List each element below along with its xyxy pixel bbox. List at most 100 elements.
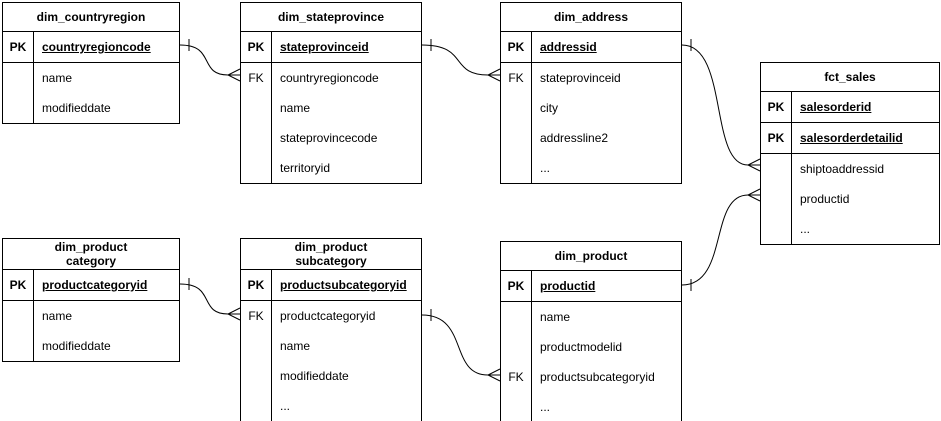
connector-dim_stateprovince-to-dim_address[interactable]: [421, 39, 501, 82]
field-row: FK stateprovinceid: [501, 63, 681, 93]
field-name: modifieddate: [280, 369, 349, 383]
field-row: name: [3, 301, 179, 331]
entity-title: fct_sales: [761, 63, 939, 92]
many-cardinality-crowfoot: [746, 158, 761, 172]
key-badge: [241, 361, 272, 391]
entity-fct-sales[interactable]: fct_sales PK salesorderid PK salesorderd…: [760, 62, 940, 245]
field-row: PK productsubcategoryid: [241, 270, 421, 301]
many-cardinality-crowfoot: [486, 368, 501, 382]
many-cardinality-crowfoot: [226, 307, 241, 321]
field-row: PK salesorderdetailid: [761, 123, 939, 154]
key-badge: [761, 214, 792, 244]
field-name: name: [540, 310, 571, 324]
key-badge: [501, 93, 532, 123]
key-badge: [241, 93, 272, 123]
entity-title: dim_product: [501, 242, 681, 271]
field-name: productsubcategoryid: [540, 370, 655, 384]
fk-badge: FK: [501, 362, 532, 392]
entity-title: dim_product category: [3, 239, 179, 270]
key-badge: [3, 63, 34, 93]
key-badge: [501, 153, 532, 183]
many-cardinality-crowfoot: [486, 68, 501, 82]
entity-dim-stateprovince[interactable]: dim_stateprovince PK stateprovinceid FK …: [240, 2, 422, 184]
field-name: countryregioncode: [280, 71, 379, 85]
field-row: city: [501, 93, 681, 123]
field-name: ...: [800, 222, 811, 236]
field-name: stateprovinceid: [280, 40, 369, 54]
pk-badge: PK: [761, 123, 792, 153]
field-row: name: [501, 302, 681, 332]
field-name: modifieddate: [42, 101, 111, 115]
key-badge: [761, 154, 792, 184]
fk-badge: FK: [241, 301, 272, 331]
field-name: productcategoryid: [280, 309, 376, 323]
field-row: PK addressid: [501, 32, 681, 63]
entity-dim-countryregion[interactable]: dim_countryregion PK countryregioncode n…: [2, 2, 180, 124]
pk-badge: PK: [3, 270, 34, 300]
field-name: ...: [540, 400, 551, 414]
field-name: ...: [280, 399, 291, 413]
field-name: productid: [540, 279, 596, 293]
fk-badge: FK: [241, 63, 272, 93]
key-badge: [3, 93, 34, 123]
field-row: productmodelid: [501, 332, 681, 362]
field-row: FK productcategoryid: [241, 301, 421, 331]
key-badge: [501, 123, 532, 153]
fk-badge: FK: [501, 63, 532, 93]
key-badge: [241, 391, 272, 421]
pk-badge: PK: [501, 32, 532, 62]
field-name: productid: [800, 192, 850, 206]
connector-dim_address-to-fct_sales[interactable]: [681, 39, 761, 172]
field-row: PK salesorderid: [761, 92, 939, 123]
connector-dim_product-to-fct_sales[interactable]: [681, 188, 761, 291]
key-badge: [761, 184, 792, 214]
field-name: productsubcategoryid: [280, 278, 407, 292]
pk-badge: PK: [501, 271, 532, 301]
field-row: ...: [501, 153, 681, 183]
field-name: countryregioncode: [42, 40, 151, 54]
field-row: PK countryregioncode: [3, 32, 179, 63]
field-row: PK stateprovinceid: [241, 32, 421, 63]
connector-dim_productsubcategory-to-dim_product[interactable]: [421, 309, 501, 382]
field-row: ...: [761, 214, 939, 244]
field-name: shiptoaddressid: [800, 162, 885, 176]
field-name: name: [42, 309, 73, 323]
field-row: territoryid: [241, 153, 421, 183]
field-name: name: [280, 339, 311, 353]
entity-dim-address[interactable]: dim_address PK addressid FK stateprovinc…: [500, 2, 682, 184]
key-badge: [501, 392, 532, 421]
field-row: addressline2: [501, 123, 681, 153]
field-name: name: [280, 101, 311, 115]
field-name: addressid: [540, 40, 597, 54]
many-cardinality-crowfoot: [746, 188, 761, 202]
field-row: productid: [761, 184, 939, 214]
field-name: city: [540, 101, 558, 115]
field-name: productcategoryid: [42, 278, 148, 292]
entity-title: dim_product subcategory: [241, 239, 421, 270]
key-badge: [501, 302, 532, 332]
entity-dim-product[interactable]: dim_product PK productid name productmod…: [500, 241, 682, 421]
field-name: addressline2: [540, 131, 609, 145]
key-badge: [241, 123, 272, 153]
field-name: salesorderdetailid: [800, 131, 903, 145]
field-row: name: [3, 63, 179, 93]
field-name: ...: [540, 161, 551, 175]
entity-dim-productsubcategory[interactable]: dim_product subcategory PK productsubcat…: [240, 238, 422, 421]
key-badge: [241, 153, 272, 183]
field-row: stateprovincecode: [241, 123, 421, 153]
field-name: name: [42, 71, 73, 85]
entity-dim-productcategory[interactable]: dim_product category PK productcategoryi…: [2, 238, 180, 362]
connector-dim_countryregion-to-dim_stateprovince[interactable]: [179, 39, 241, 82]
connector-dim_productcategory-to-dim_productsubcategory[interactable]: [179, 278, 241, 321]
field-row: PK productid: [501, 271, 681, 302]
field-row: ...: [501, 392, 681, 421]
key-badge: [3, 331, 34, 361]
field-name: salesorderid: [800, 100, 872, 114]
field-row: PK productcategoryid: [3, 270, 179, 301]
field-row: modifieddate: [241, 361, 421, 391]
pk-badge: PK: [241, 270, 272, 300]
pk-badge: PK: [761, 92, 792, 122]
key-badge: [501, 332, 532, 362]
key-badge: [241, 331, 272, 361]
